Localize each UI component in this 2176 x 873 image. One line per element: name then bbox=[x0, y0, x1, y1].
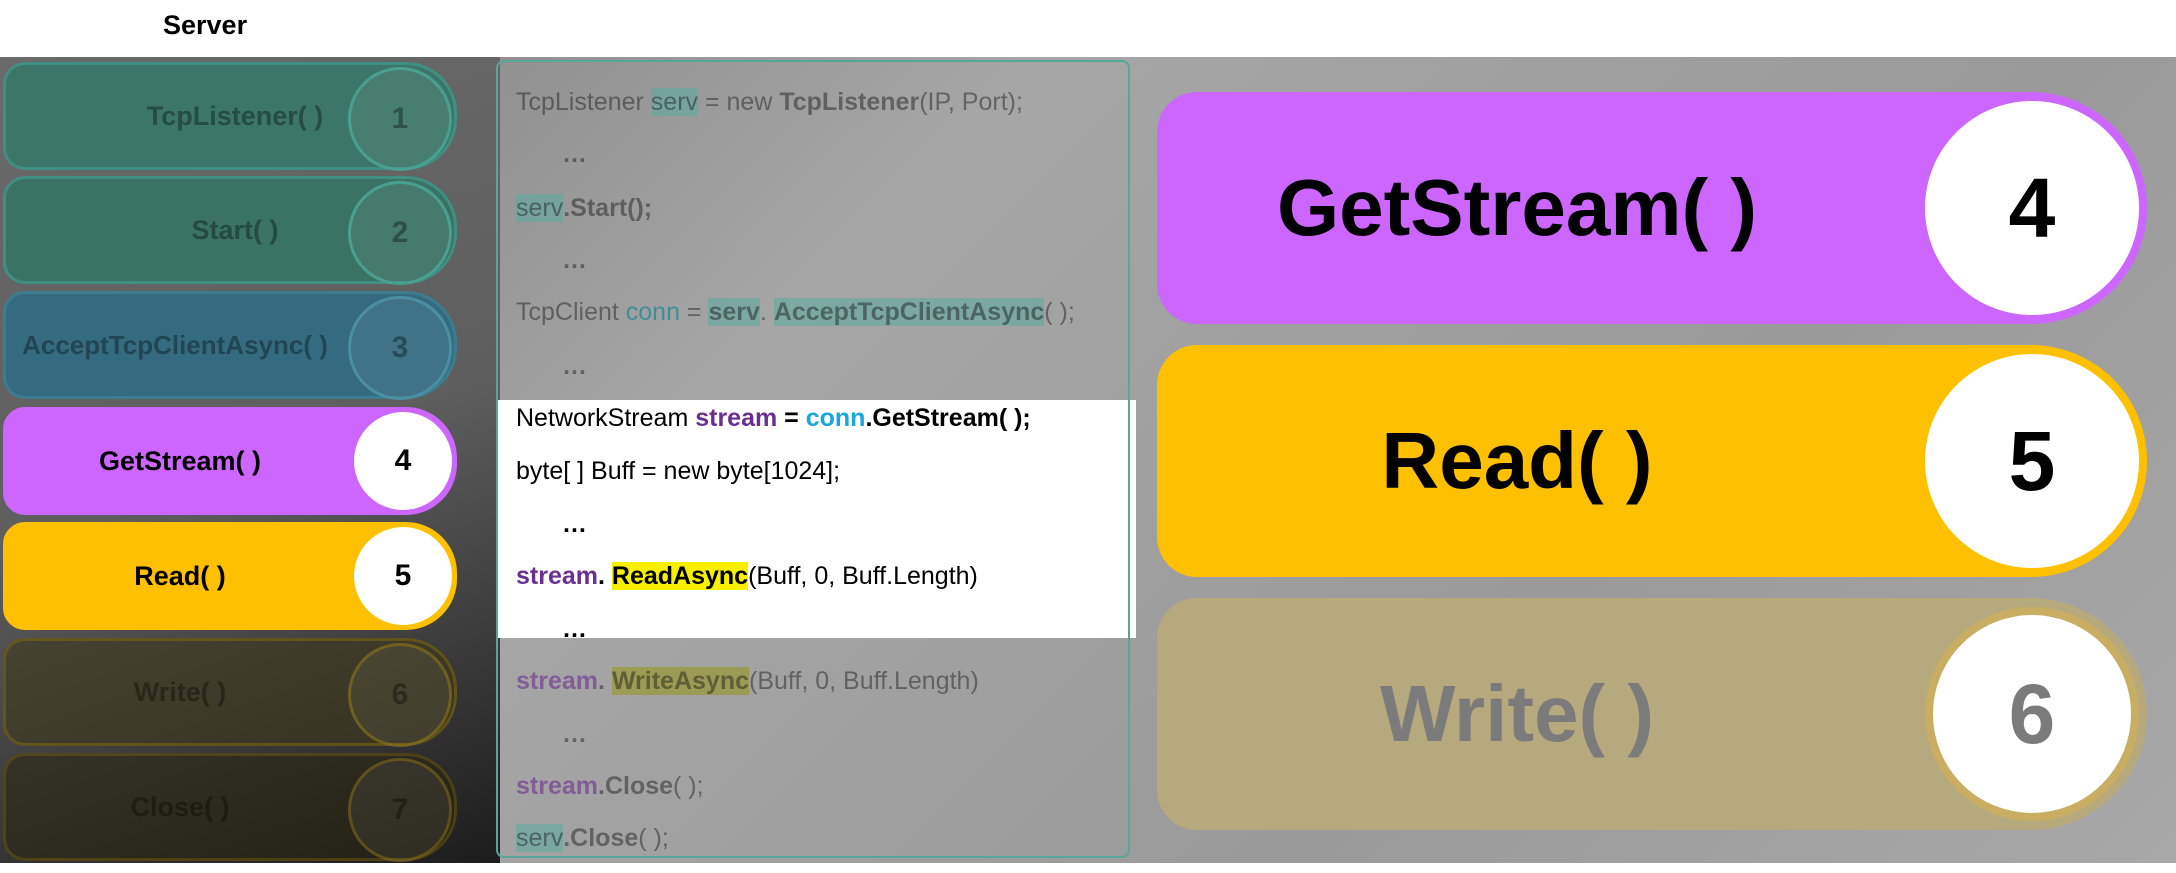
code-ellipsis: … bbox=[562, 720, 587, 748]
code-line-accept: TcpClient conn = serv. AcceptTcpClientAs… bbox=[516, 298, 1075, 326]
code-line-readasync: stream. ReadAsync(Buff, 0, Buff.Length) bbox=[516, 562, 978, 590]
code-ellipsis: … bbox=[562, 140, 587, 168]
code-ellipsis: … bbox=[562, 352, 587, 380]
code-ellipsis: … bbox=[562, 510, 587, 538]
code-line-stream-close: stream.Close( ); bbox=[516, 772, 704, 800]
diagram-title: Server bbox=[163, 10, 248, 40]
big-step-write: Write( ) 6 bbox=[1157, 598, 2147, 830]
step-label: Start( ) bbox=[191, 214, 279, 245]
step-getstream: GetStream( ) 4 bbox=[3, 407, 457, 515]
code-line-start: serv.Start(); bbox=[516, 194, 653, 222]
code-line-serv-close: serv.Close( ); bbox=[516, 824, 669, 852]
code-panel bbox=[496, 60, 1130, 858]
step-accept-tcp-client-async: AcceptTcpClientAsync( ) 3 bbox=[3, 291, 457, 400]
step-label: Close( ) bbox=[130, 791, 230, 822]
step-label: GetStream( ) bbox=[98, 445, 262, 476]
step-number: 1 bbox=[348, 67, 452, 171]
code-line-buffer: byte[ ] Buff = new byte[1024]; bbox=[516, 457, 841, 485]
big-step-getstream: GetStream( ) 4 bbox=[1157, 92, 2147, 324]
code-highlight-region bbox=[496, 400, 1136, 638]
step-start: Start( ) 2 bbox=[3, 176, 457, 285]
big-step-number: 6 bbox=[1925, 607, 2139, 821]
big-step-label: GetStream( ) bbox=[1276, 163, 1758, 252]
code-line-getstream: NetworkStream stream = conn.GetStream( )… bbox=[516, 404, 1031, 432]
step-number: 3 bbox=[348, 296, 452, 400]
step-close: Close( ) 7 bbox=[3, 753, 457, 862]
step-number: 4 bbox=[354, 412, 452, 510]
code-ellipsis: … bbox=[562, 246, 587, 274]
code-line-tcplistener: TcpListener serv = new TcpListener(IP, P… bbox=[516, 88, 1023, 116]
big-step-label: Read( ) bbox=[1381, 416, 1653, 505]
step-label: AcceptTcpClientAsync( ) bbox=[22, 329, 328, 360]
code-line-writeasync: stream. WriteAsync(Buff, 0, Buff.Length) bbox=[516, 667, 979, 695]
big-step-number: 4 bbox=[1925, 101, 2139, 315]
step-label: Write( ) bbox=[133, 676, 227, 707]
step-number: 2 bbox=[348, 181, 452, 285]
step-read: Read( ) 5 bbox=[3, 522, 457, 630]
big-step-number: 5 bbox=[1925, 354, 2139, 568]
step-number: 7 bbox=[348, 758, 452, 862]
step-number: 5 bbox=[354, 527, 452, 625]
big-step-read: Read( ) 5 bbox=[1157, 345, 2147, 577]
big-step-label: Write( ) bbox=[1379, 669, 1655, 758]
step-number: 6 bbox=[348, 643, 452, 747]
step-tcplistener: TcpListener( ) 1 bbox=[3, 62, 457, 171]
code-ellipsis: … bbox=[562, 615, 587, 643]
step-label: Read( ) bbox=[134, 560, 226, 591]
step-label: TcpListener( ) bbox=[146, 100, 324, 131]
step-write: Write( ) 6 bbox=[3, 638, 457, 747]
